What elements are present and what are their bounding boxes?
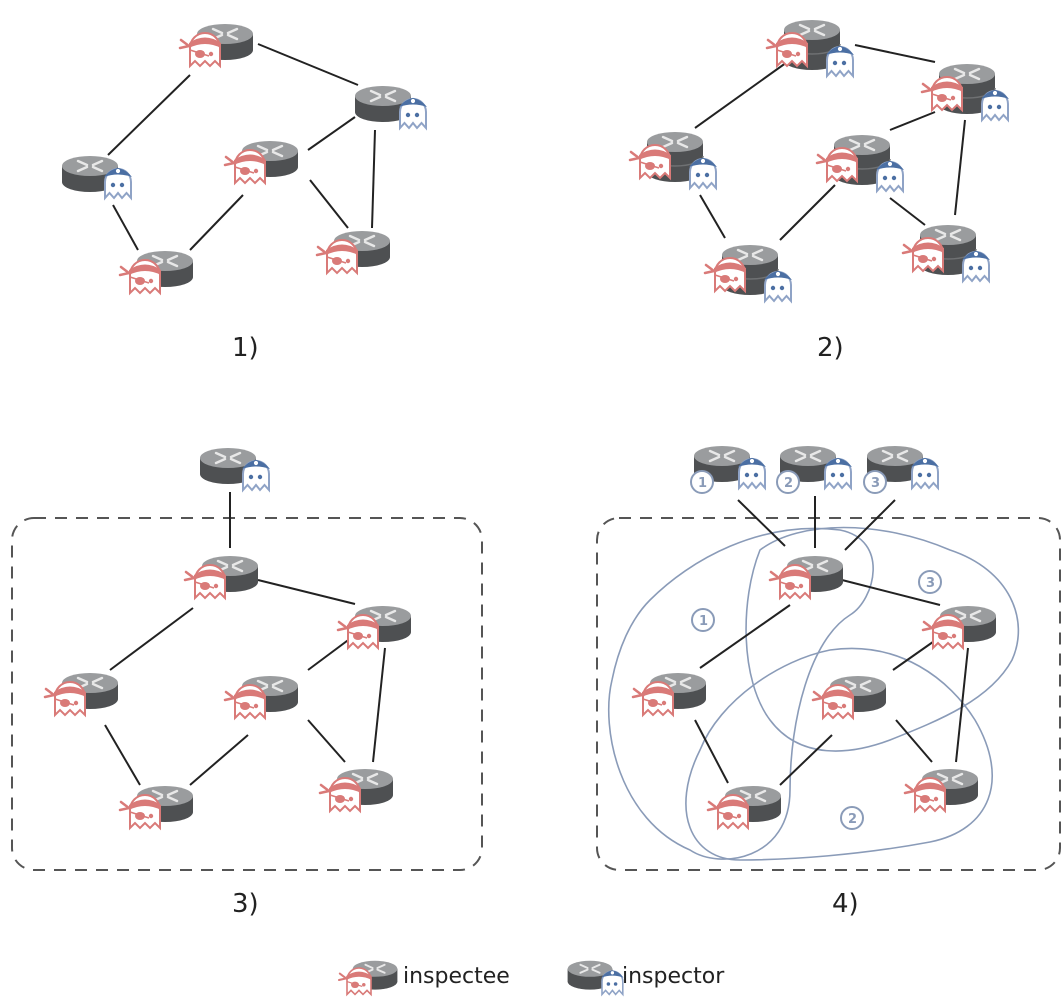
- link: [699, 604, 791, 669]
- node-both: [815, 133, 905, 192]
- node-inspector: [198, 446, 271, 491]
- panel-2-caption: 2): [817, 333, 844, 363]
- link: [699, 194, 726, 239]
- link: [779, 184, 836, 241]
- panel-1-caption: 1): [232, 333, 259, 363]
- links: [107, 43, 376, 251]
- node-inspectee: [768, 554, 845, 600]
- region-1: [607, 527, 874, 860]
- node-inspectee: [706, 784, 783, 830]
- links: [694, 44, 966, 241]
- region-badge-3: 3: [918, 570, 942, 594]
- node-both: [703, 243, 793, 302]
- svg-text:3: 3: [926, 576, 935, 591]
- link: [307, 116, 356, 151]
- legend: inspectee inspector: [337, 959, 725, 996]
- link: [257, 579, 356, 605]
- svg-text:2: 2: [848, 812, 857, 827]
- inspector-badge-2: 2: [784, 476, 793, 491]
- node-inspector-1: 1: [690, 444, 767, 494]
- legend-inspector-icon: [566, 959, 625, 996]
- link: [107, 74, 191, 156]
- region-badge-2: 2: [840, 806, 864, 830]
- node-inspectee: [223, 674, 300, 720]
- svg-text:1: 1: [699, 614, 708, 629]
- node-both: [901, 223, 991, 282]
- link: [189, 194, 244, 251]
- link: [109, 607, 194, 671]
- link: [694, 719, 729, 784]
- region-3: [745, 526, 1020, 752]
- node-both: [920, 62, 1010, 121]
- panel-1: 1): [60, 22, 428, 363]
- node-inspectee: [183, 554, 260, 600]
- node-inspectee: [336, 604, 413, 650]
- link: [189, 734, 249, 786]
- node-inspectee: [223, 139, 300, 185]
- node-inspectee: [921, 604, 998, 650]
- panel-3: 3): [11, 446, 483, 919]
- legend-inspector-label: inspector: [622, 964, 725, 989]
- link: [844, 499, 896, 551]
- node-inspectee: [118, 249, 195, 295]
- node-inspectee: [315, 229, 392, 275]
- links: [694, 496, 969, 786]
- node-inspector: [353, 84, 428, 129]
- link: [779, 734, 833, 786]
- panel-4-caption: 4): [832, 889, 859, 919]
- inspector-badge-1: 1: [698, 476, 707, 491]
- inspection-regions: [607, 526, 1020, 861]
- link: [694, 59, 791, 129]
- panel-3-caption: 3): [232, 889, 259, 919]
- node-inspectee: [178, 22, 255, 68]
- link: [372, 647, 386, 763]
- link: [737, 499, 786, 547]
- links: [104, 492, 386, 786]
- node-inspectee: [318, 767, 395, 813]
- link: [371, 129, 376, 229]
- link: [889, 111, 936, 131]
- panel-4: 1 2 3 1 2 3 4): [596, 444, 1061, 919]
- link: [889, 197, 926, 226]
- legend-inspectee-label: inspectee: [403, 964, 510, 989]
- network-boundary: [11, 517, 483, 871]
- link: [309, 179, 349, 229]
- link: [307, 719, 346, 763]
- link: [257, 43, 359, 86]
- node-inspectee: [903, 767, 980, 813]
- link: [955, 647, 969, 763]
- link: [895, 719, 933, 763]
- node-inspector-3: 3: [863, 444, 940, 494]
- node-inspectee: [631, 671, 708, 717]
- legend-inspectee-icon: [337, 959, 399, 996]
- node-inspector-2: 2: [776, 444, 853, 494]
- link: [841, 579, 941, 606]
- region-2: [685, 647, 993, 861]
- link: [112, 204, 139, 251]
- link: [854, 44, 936, 63]
- region-badge-1: 1: [691, 608, 715, 632]
- inspector-badge-3: 3: [871, 476, 880, 491]
- node-both: [628, 130, 718, 189]
- node-inspectee: [43, 671, 120, 717]
- node-inspector: [60, 154, 133, 199]
- node-inspectee: [118, 784, 195, 830]
- node-inspectee: [811, 674, 888, 720]
- link: [104, 724, 141, 786]
- panel-2: 2): [628, 18, 1010, 363]
- link: [954, 119, 966, 216]
